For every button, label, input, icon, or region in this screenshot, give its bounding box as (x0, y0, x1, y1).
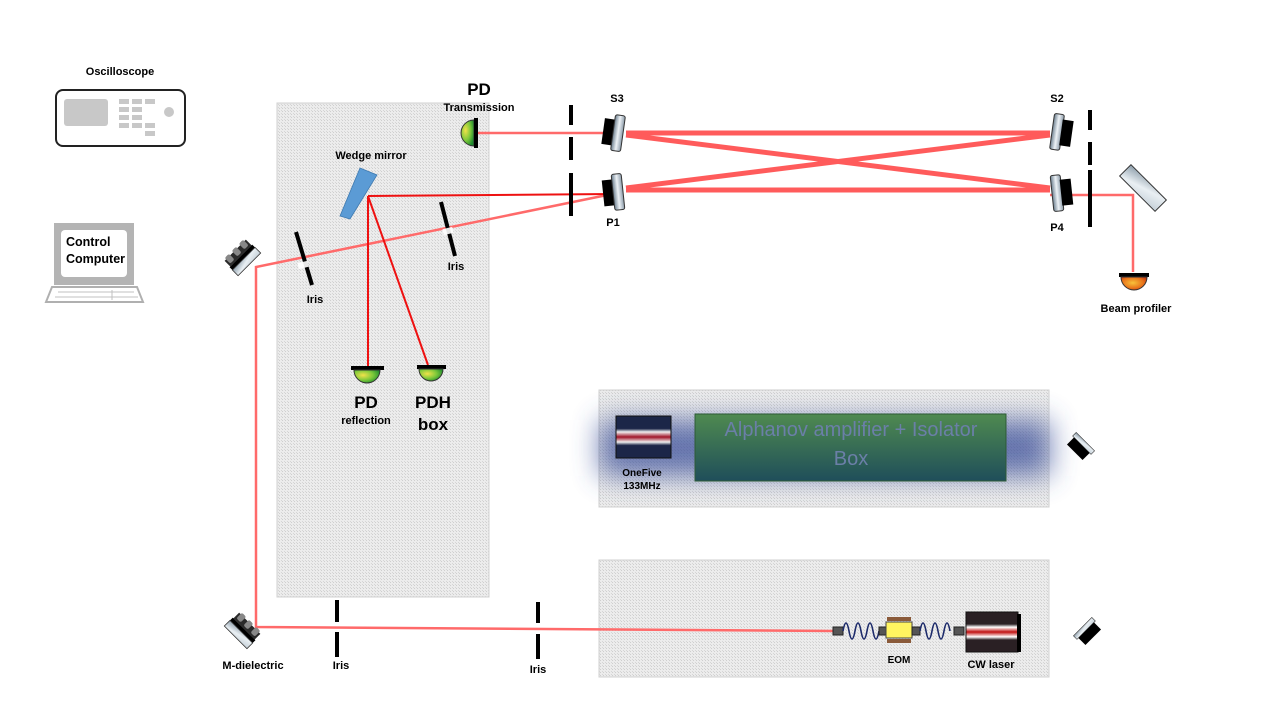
mirror-s2 (1049, 113, 1074, 151)
beam-profiler-label: Beam profiler (1100, 303, 1172, 315)
breadboard-panel-left (276, 102, 490, 598)
pdh-box-detector (417, 365, 446, 382)
onefive-label: OneFive 133MHz (622, 467, 661, 493)
oscilloscope-icon (55, 89, 186, 147)
onefive-label-line-1: OneFive (622, 468, 662, 479)
mirror-s3-label: S3 (610, 93, 624, 105)
pd-transmission-subtitle: Transmission (443, 102, 515, 114)
onefive-label-line-2: 133MHz (623, 481, 661, 492)
amplifier-label-line-2: Box (833, 448, 869, 470)
eom-label: EOM (887, 655, 911, 666)
oscilloscope-label: Oscilloscope (85, 66, 155, 78)
amplifier-output-mirror (1066, 432, 1095, 461)
iris-label-upper-left: Iris (306, 294, 324, 306)
wedge-mirror-label: Wedge mirror (335, 150, 407, 162)
wedge-mirror (339, 167, 378, 220)
steering-mirror-upper (224, 239, 262, 277)
control-computer-line-1: Control (66, 235, 111, 249)
mirror-p4 (1049, 174, 1074, 212)
pd-reflection-detector (351, 366, 384, 384)
fold-mirror (1118, 163, 1168, 213)
pd-reflection-subtitle: reflection (341, 415, 391, 427)
cavity-aperture-left (569, 105, 573, 216)
alphanov-amplifier-box (694, 413, 1007, 482)
mirror-p1-label: P1 (606, 217, 620, 229)
iris-upper-right (439, 201, 457, 257)
iris-bottom-2 (536, 602, 540, 659)
cw-laser (965, 611, 1021, 653)
cw-laser-label: CW laser (967, 659, 1015, 671)
amplifier-label-line-1: Alphanov amplifier + Isolator (724, 419, 978, 441)
iris-label-bottom-2: Iris (529, 664, 547, 676)
m-dielectric-label: M-dielectric (222, 660, 284, 672)
m-dielectric-mirror (223, 612, 261, 650)
iris-bottom-1 (335, 600, 339, 657)
laser-output-mirror (1073, 617, 1102, 646)
computer-icon (44, 223, 145, 303)
control-computer-label: Control Computer (66, 234, 125, 268)
fiber-coil-right (911, 622, 965, 640)
mirror-p1 (601, 173, 626, 211)
eom-device (885, 617, 913, 643)
mirror-s3 (601, 114, 626, 152)
pd-transmission-title: PD (467, 80, 491, 99)
cavity-aperture-right (1088, 110, 1092, 227)
mirror-s2-label: S2 (1050, 93, 1064, 105)
onefive-laser (615, 415, 672, 459)
pdh-box-subtitle: box (417, 415, 449, 434)
alphanov-amplifier-label: Alphanov amplifier + Isolator Box (696, 416, 1006, 480)
beam-profiler-detector (1119, 273, 1149, 291)
mirror-p4-label: P4 (1050, 222, 1064, 234)
iris-label-bottom-1: Iris (332, 660, 350, 672)
beam-path (254, 130, 1135, 633)
pdh-box-title: PDH (415, 393, 451, 412)
pd-reflection-title: PD (354, 393, 378, 412)
iris-label-upper-right: Iris (447, 261, 465, 273)
control-computer-line-2: Computer (66, 252, 126, 266)
iris-upper-left (294, 231, 314, 286)
pd-transmission-detector (460, 118, 478, 148)
